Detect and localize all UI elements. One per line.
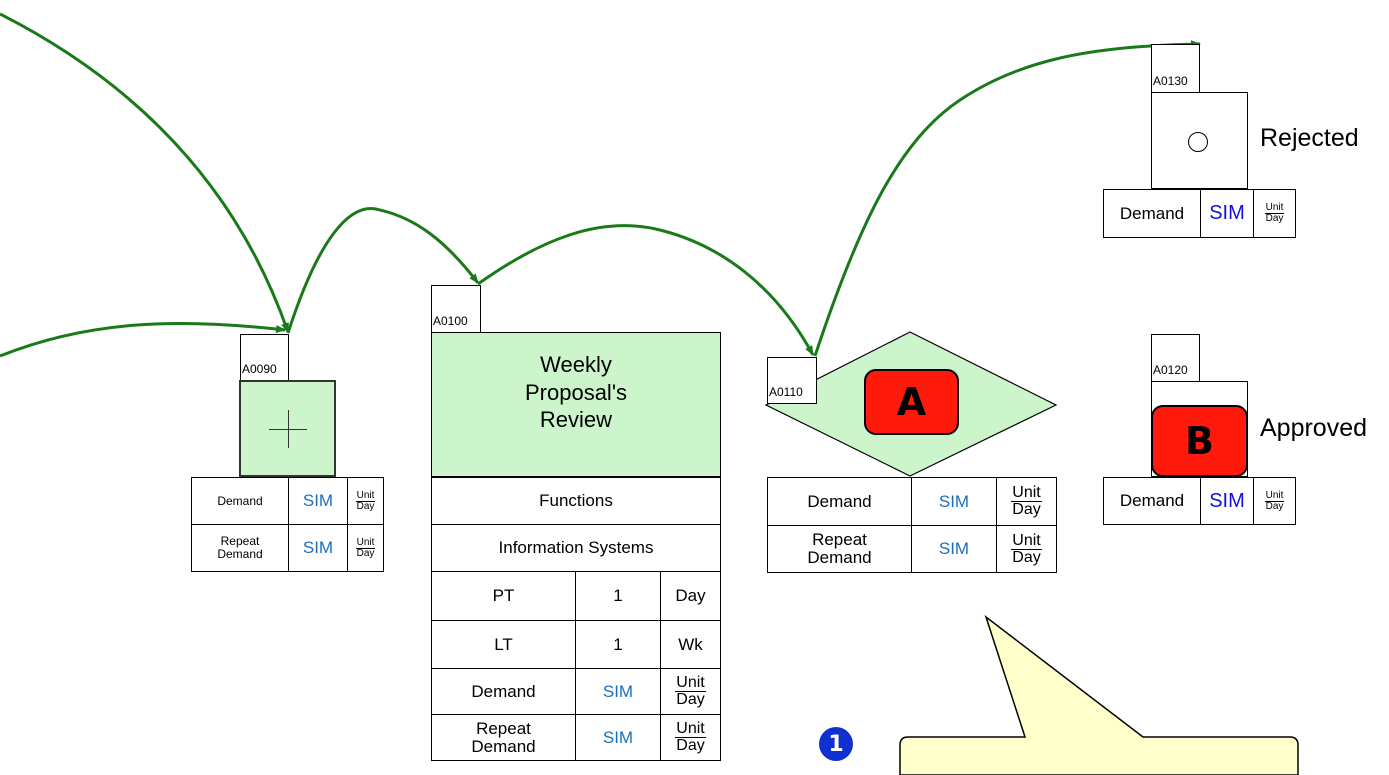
unit-numerator: Unit xyxy=(675,720,706,738)
node-id-a0090: A0090 xyxy=(240,334,289,381)
node-id-a0100: A0100 xyxy=(431,285,481,333)
row-value: SIM xyxy=(1200,189,1254,238)
connector-a0100-to-a0110 xyxy=(477,224,815,356)
unit-denominator: Day xyxy=(356,547,375,559)
circle-icon xyxy=(1188,132,1208,152)
table-row: Functions xyxy=(431,477,721,525)
unit-denominator: Day xyxy=(1012,501,1041,518)
table-row: PT 1 Day xyxy=(431,571,721,621)
lt-label: LT xyxy=(431,620,576,669)
badge-a: A xyxy=(864,369,959,435)
unit-denominator: Day xyxy=(1012,548,1041,566)
pt-label: PT xyxy=(431,571,576,621)
row-value: SIM xyxy=(575,714,661,761)
row-label: Demand xyxy=(767,477,912,526)
systems-label: Information Systems xyxy=(431,524,721,572)
callout-number-marker: 1 xyxy=(819,727,853,761)
node-id-a0130: A0130 xyxy=(1151,44,1200,93)
unit-numerator: Unit xyxy=(1264,489,1285,502)
lt-value: 1 xyxy=(575,620,661,669)
unit-denominator: Day xyxy=(1265,213,1284,224)
unit-denominator: Day xyxy=(676,691,705,708)
row-label: Demand xyxy=(1103,477,1201,525)
unit-numerator: Unit xyxy=(1264,202,1285,214)
row-label: Demand xyxy=(1103,189,1201,238)
lt-unit: Wk xyxy=(660,620,721,669)
connector-a0110-to-a0130 xyxy=(813,40,1201,357)
unit-numerator: Unit xyxy=(1011,484,1042,502)
unit-numerator: Unit xyxy=(1011,531,1042,550)
table-row: Information Systems xyxy=(431,524,721,572)
unit-numerator: Unit xyxy=(355,489,376,502)
connector-topleft-to-a0090 xyxy=(0,12,290,333)
row-value: SIM xyxy=(288,524,348,572)
node-id-a0110-overlay: A0110 xyxy=(767,357,817,404)
a0100-metrics-table: Functions Information Systems PT 1 Day L… xyxy=(431,477,721,761)
approved-label: Approved xyxy=(1260,414,1368,442)
rejected-end-box[interactable] xyxy=(1151,92,1248,189)
merge-node[interactable] xyxy=(239,380,336,477)
pt-unit: Day xyxy=(660,571,721,621)
row-label: Repeat Demand xyxy=(191,524,289,572)
row-label: Repeat Demand xyxy=(767,525,912,573)
connector-left-to-a0090 xyxy=(0,321,286,358)
plus-icon-vertical xyxy=(288,410,289,448)
process-box[interactable]: Weekly Proposal's Review xyxy=(431,332,721,477)
table-row: LT 1 Wk xyxy=(431,620,721,669)
callout-bubble xyxy=(899,615,1299,775)
functions-label: Functions xyxy=(431,477,721,525)
unit-denominator: Day xyxy=(676,737,705,754)
rejected-label: Rejected xyxy=(1260,124,1359,152)
unit-numerator: Unit xyxy=(355,536,376,549)
row-value: SIM xyxy=(911,477,997,526)
row-label: Demand xyxy=(191,477,289,525)
unit-denominator: Day xyxy=(356,500,375,512)
process-title: Weekly Proposal's Review xyxy=(524,352,628,432)
unit-denominator: Day xyxy=(1265,500,1284,512)
node-id-a0120: A0120 xyxy=(1151,334,1200,382)
row-label: Repeat Demand xyxy=(431,714,576,761)
row-value: SIM xyxy=(575,668,661,715)
row-label: Demand xyxy=(431,668,576,715)
badge-b: B xyxy=(1151,405,1248,477)
unit-numerator: Unit xyxy=(675,674,706,692)
row-value: SIM xyxy=(911,525,997,573)
connector-a0090-to-a0100 xyxy=(286,207,480,334)
row-value: SIM xyxy=(288,477,348,525)
pt-value: 1 xyxy=(575,571,661,621)
row-value: SIM xyxy=(1200,477,1254,525)
